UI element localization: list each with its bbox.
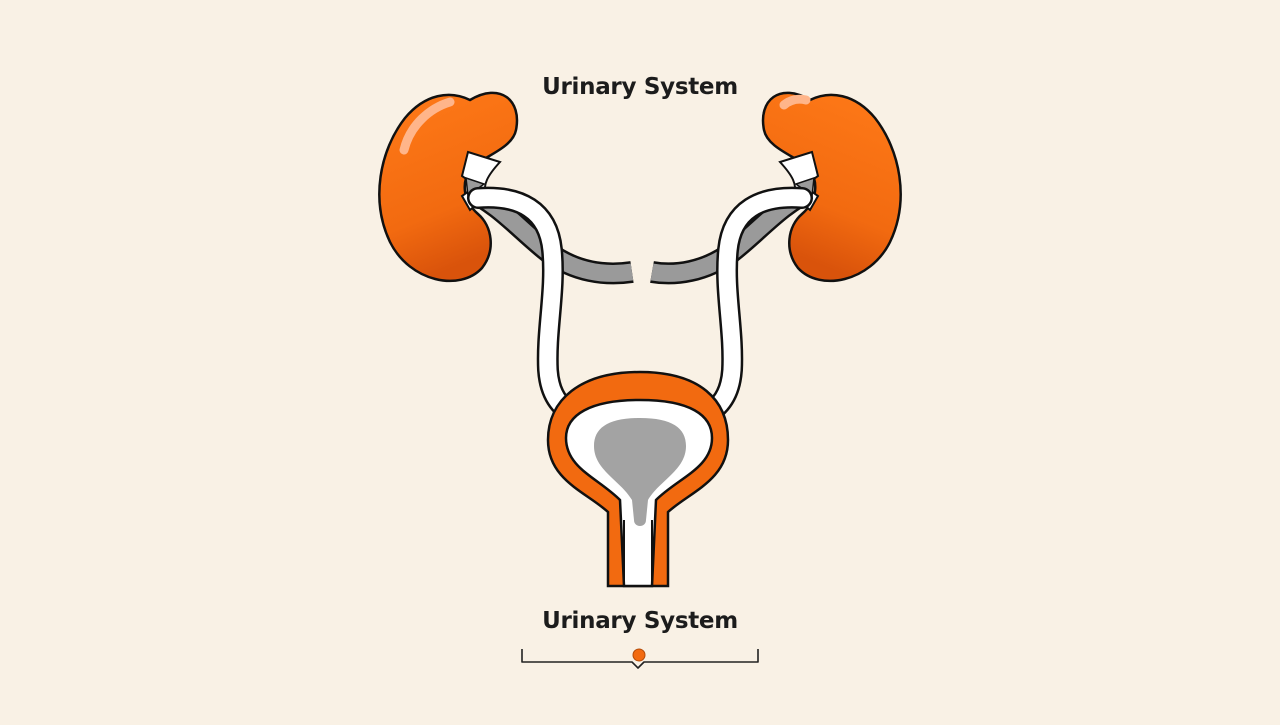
diagram-title: Urinary System xyxy=(542,74,738,100)
bladder xyxy=(546,370,730,588)
diagram-caption: Urinary System xyxy=(542,608,738,634)
orange-dot-marker-icon xyxy=(632,648,646,662)
kidney-left xyxy=(378,91,519,283)
ureter-right xyxy=(687,186,813,429)
kidney-right xyxy=(761,91,902,283)
caption-bracket xyxy=(521,648,759,669)
ureter-left xyxy=(467,186,593,429)
